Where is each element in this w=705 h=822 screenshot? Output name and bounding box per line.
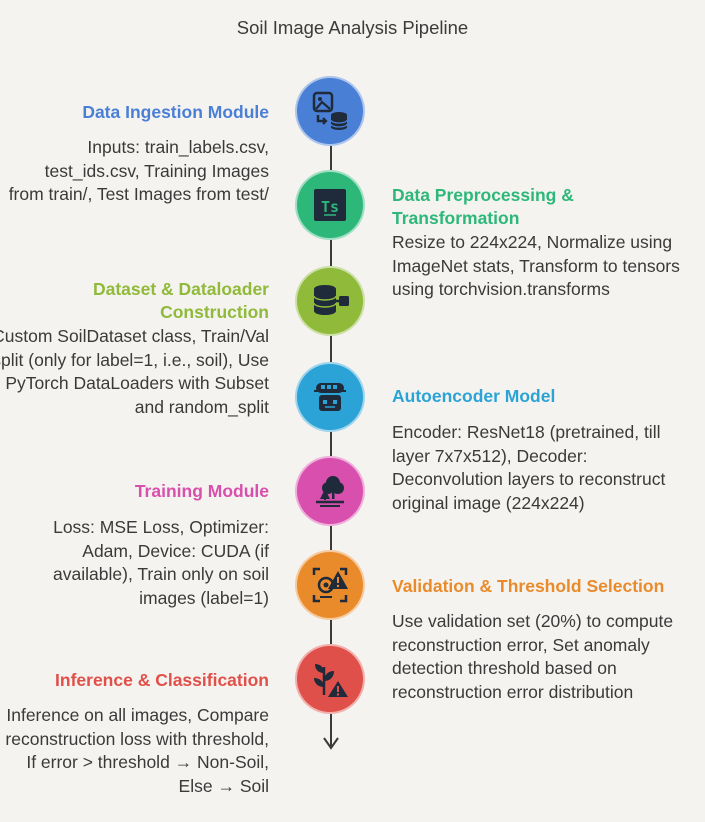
step-node-validation <box>295 550 365 620</box>
connector-line <box>330 240 332 266</box>
step-node-inference <box>295 644 365 714</box>
svg-text:Ts: Ts <box>321 198 339 216</box>
step-node-autoencoder <box>295 362 365 432</box>
trees-ground-icon <box>316 476 344 507</box>
connector-line <box>330 620 332 644</box>
image-database-icon <box>312 91 348 130</box>
step-heading: Autoencoder Model <box>392 386 556 406</box>
connector-line <box>330 146 332 170</box>
step-heading: Inference & Classification <box>55 670 269 690</box>
step-description: Custom SoilDataset class, Train/Val spli… <box>0 326 269 417</box>
step-heading: Validation & Threshold Selection <box>392 576 665 596</box>
step-node-dataset <box>295 266 365 336</box>
diagram-title: Soil Image Analysis Pipeline <box>236 17 469 38</box>
step-node-training <box>295 456 365 526</box>
typescript-file-icon: Ts <box>314 189 346 221</box>
step-heading: Data Preprocessing & Transformation <box>392 185 574 228</box>
step-node-preprocessing: Ts <box>295 170 365 240</box>
database-pipeline-icon <box>313 285 349 315</box>
step-description: Loss: MSE Loss, Optimizer: Adam, Device:… <box>53 517 269 608</box>
connector-line <box>330 336 332 362</box>
step-heading: Data Ingestion Module <box>82 102 269 122</box>
robot-model-icon <box>314 383 346 411</box>
connector-line <box>330 526 332 550</box>
connector-line <box>330 432 332 456</box>
step-description: Encoder: ResNet18 (pretrained, till laye… <box>392 422 666 513</box>
scan-warning-icon <box>312 567 348 603</box>
step-heading: Dataset & Dataloader Construction <box>92 279 269 322</box>
arrow-down-icon <box>323 737 339 750</box>
step-heading: Training Module <box>134 481 269 501</box>
step-node-ingestion <box>295 76 365 146</box>
step-description: Inputs: train_labels.csv, test_ids.csv, … <box>8 137 269 204</box>
step-description: Use validation set (20%) to compute reco… <box>392 611 674 702</box>
step-description: Resize to 224x224, Normalize using Image… <box>392 232 680 299</box>
plant-warning-icon <box>314 664 348 697</box>
connector-line <box>330 714 332 748</box>
step-description: Inference on all images, Compare reconst… <box>5 705 269 796</box>
